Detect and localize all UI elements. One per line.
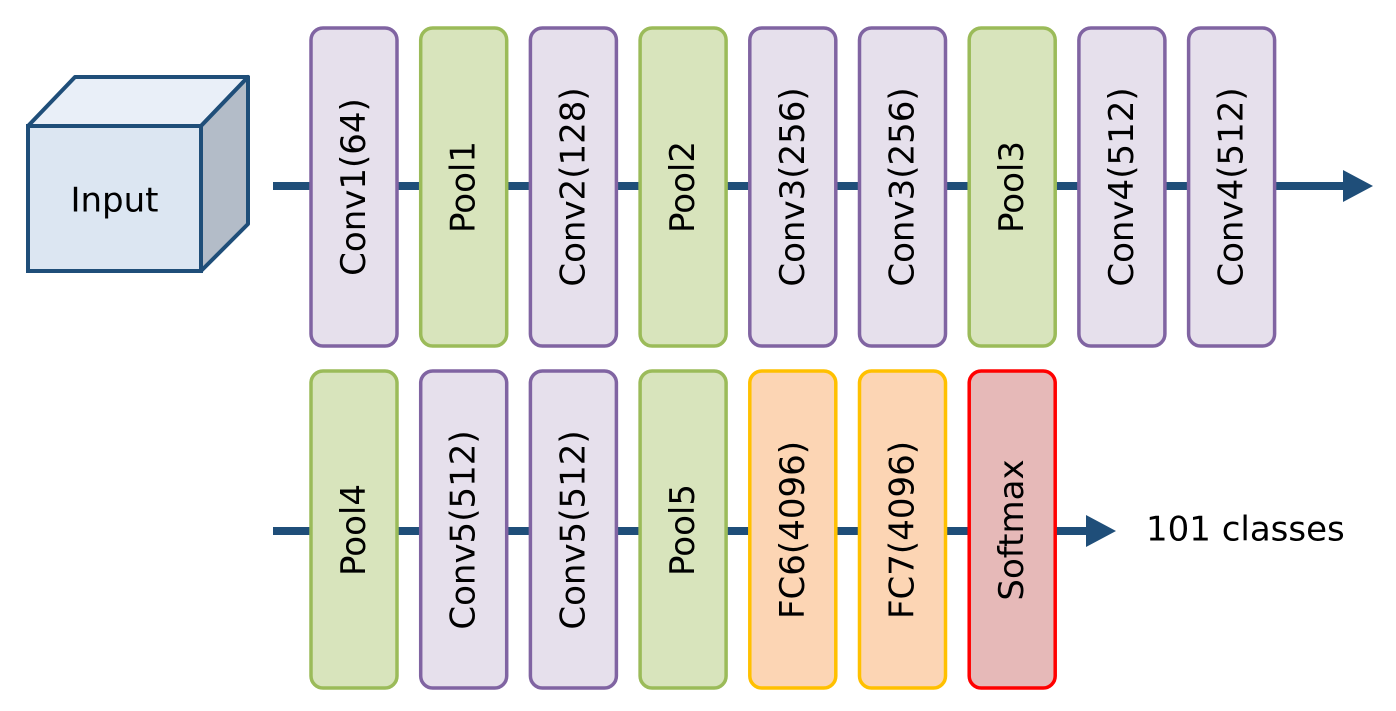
layer-label: Softmax [992,459,1032,600]
layer-conv: Conv1(64) [309,26,399,348]
layer-box [528,369,619,690]
layer-label: Conv3(256) [773,87,813,286]
layer-box [857,26,948,348]
layer-conv: Conv5(512) [528,369,619,690]
layer-box [967,369,1057,690]
layer-label: Conv1(64) [334,98,374,276]
layer-box [638,369,728,690]
layer-box [748,369,838,690]
row-1-layers: Conv1(64) Pool1 Conv2(128) Pool2 Conv3(256) C… [309,26,1277,348]
layer-box [418,369,509,690]
output-label: 101 classes [1146,510,1345,550]
layer-conv: Conv2(128) [528,26,619,348]
layer-label: Conv5(512) [553,430,593,629]
input-cube: Input [26,75,250,273]
layer-label: Conv4(512) [1102,87,1142,286]
layer-softmax: Softmax [967,369,1057,690]
layer-label: FC6(4096) [773,441,813,619]
layer-label: Pool2 [663,141,703,233]
row-2-arrowhead [1086,515,1116,547]
layer-pool: Pool4 [309,369,399,690]
layer-box [1077,26,1167,348]
layer-box [857,369,948,690]
layer-box [1186,26,1277,348]
layer-label: Conv5(512) [444,430,484,629]
layer-label: Conv3(256) [883,87,923,286]
input-label: Input [70,181,158,221]
layer-fc: FC6(4096) [748,369,838,690]
layer-pool: Pool2 [638,26,728,348]
layer-box [638,26,728,348]
layer-fc: FC7(4096) [857,369,948,690]
layer-pool: Pool5 [638,369,728,690]
layer-label: Pool1 [444,141,484,233]
layer-label: Pool3 [992,141,1032,233]
layer-box [418,26,509,348]
row-2-layers: Pool4 Conv5(512) Conv5(512) Pool5 FC6(4096) F… [309,369,1057,690]
layer-box [528,26,619,348]
layer-conv: Conv3(256) [857,26,948,348]
layer-box [309,26,399,348]
layer-box [748,26,838,348]
layer-label: Pool5 [663,484,703,576]
layer-conv: Conv3(256) [748,26,838,348]
layer-conv: Conv5(512) [418,369,509,690]
layer-box [967,26,1057,348]
layer-label: Pool4 [334,484,374,576]
layer-pool: Pool3 [967,26,1057,348]
layer-pool: Pool1 [418,26,509,348]
layer-conv: Conv4(512) [1186,26,1277,348]
layer-conv: Conv4(512) [1077,26,1167,348]
cube-front-face [26,124,203,273]
layer-label: Conv4(512) [1212,87,1252,286]
layer-box [309,369,399,690]
layer-label: Conv2(128) [553,87,593,286]
row-1-arrowhead [1343,170,1373,202]
layer-label: FC7(4096) [883,441,923,619]
